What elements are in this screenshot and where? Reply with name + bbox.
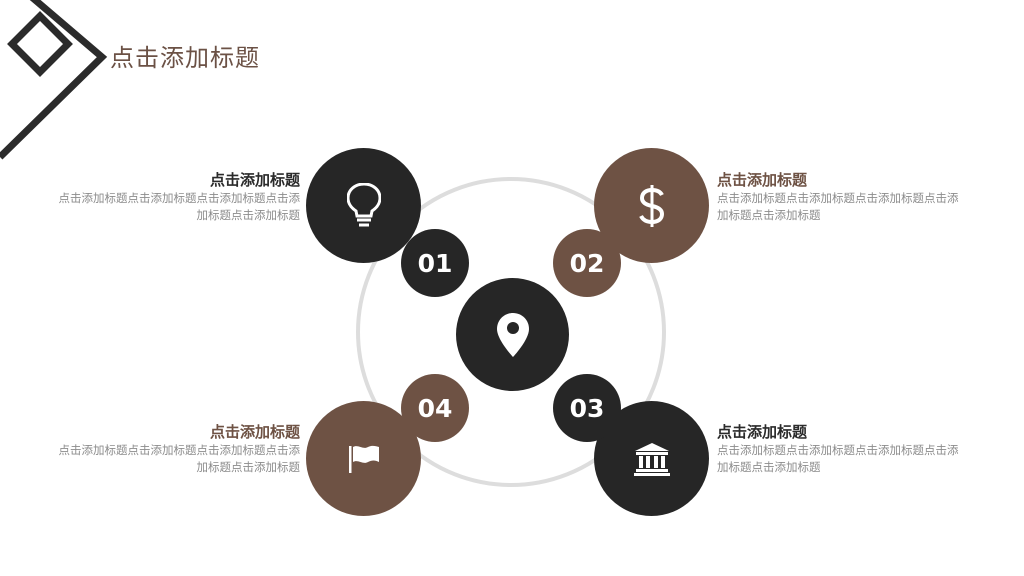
bank-icon: [633, 442, 670, 476]
item-03-text-block: 点击添加标题 点击添加标题点击添加标题点击添加标题点击添加标题点击添加标题: [717, 422, 962, 476]
item-03-body: 点击添加标题点击添加标题点击添加标题点击添加标题点击添加标题: [717, 443, 959, 474]
node-03-number-circle: 03: [553, 374, 621, 442]
node-01-icon-circle: [306, 148, 421, 263]
node-02-number: 02: [569, 248, 605, 278]
node-04-number-circle: 04: [401, 374, 469, 442]
item-01-body: 点击添加标题点击添加标题点击添加标题点击添加标题点击添加标题: [58, 191, 301, 222]
item-04-body: 点击添加标题点击添加标题点击添加标题点击添加标题点击添加标题: [58, 443, 301, 474]
item-03-title: 点击添加标题: [717, 423, 808, 441]
center-node: [456, 278, 569, 391]
node-01-number: 01: [417, 248, 453, 278]
ring-outline: [356, 177, 666, 487]
node-04-icon-circle: [306, 401, 421, 516]
item-04-text-block: 点击添加标题 点击添加标题点击添加标题点击添加标题点击添加标题点击添加标题: [55, 422, 301, 476]
item-02-title: 点击添加标题: [717, 171, 808, 189]
lightbulb-icon: [346, 182, 381, 229]
diamond-logo: [0, 0, 108, 160]
node-02-number-circle: 02: [553, 229, 621, 297]
node-03-number: 03: [569, 393, 605, 423]
item-02-body: 点击添加标题点击添加标题点击添加标题点击添加标题点击添加标题: [717, 191, 959, 222]
item-02-text-block: 点击添加标题 点击添加标题点击添加标题点击添加标题点击添加标题点击添加标题: [717, 170, 962, 224]
slide-title: 点击添加标题: [110, 44, 260, 72]
node-03-icon-circle: [594, 401, 709, 516]
node-04-number: 04: [417, 393, 453, 423]
node-01-number-circle: 01: [401, 229, 469, 297]
item-04-title: 点击添加标题: [209, 423, 300, 441]
item-01-text-block: 点击添加标题 点击添加标题点击添加标题点击添加标题点击添加标题点击添加标题: [55, 170, 301, 224]
map-pin-icon: [496, 312, 530, 358]
dollar-icon: [638, 184, 665, 228]
item-01-title: 点击添加标题: [209, 171, 300, 189]
flag-icon: [348, 444, 380, 474]
